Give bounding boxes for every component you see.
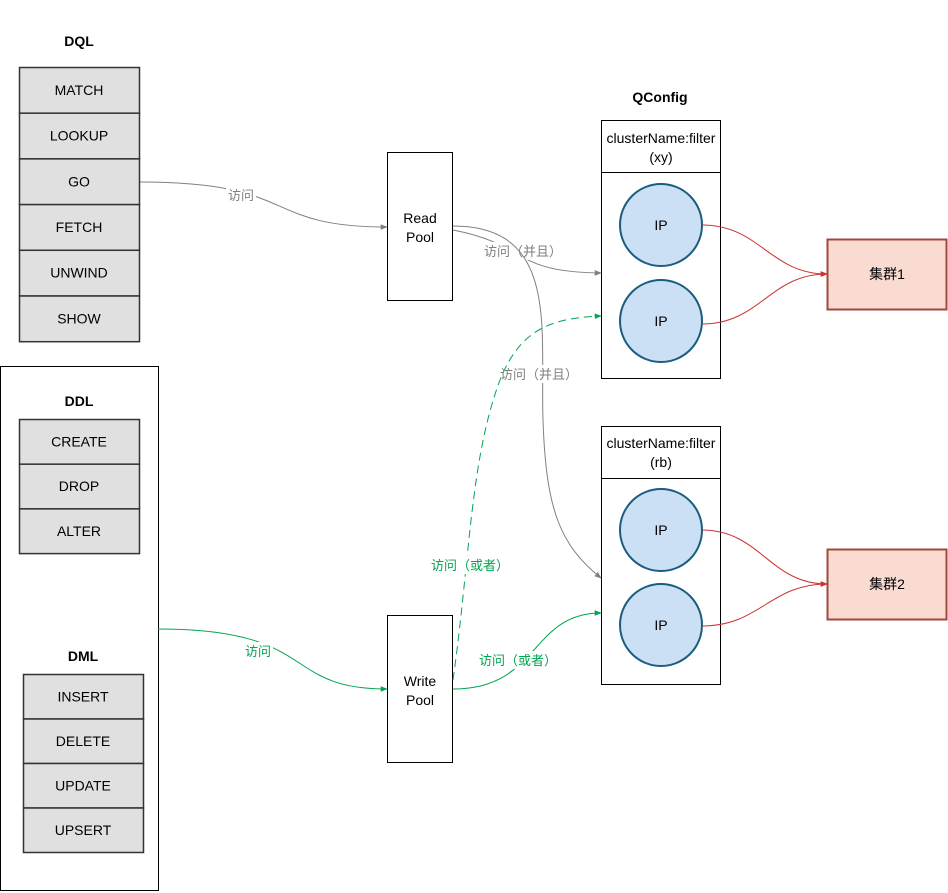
ddl-title: DDL [65, 393, 94, 409]
dml-command-list: INSERT DELETE UPDATE UPSERT [22, 673, 145, 854]
filter-xy-header [601, 120, 721, 173]
dql-item-label: UNWIND [50, 265, 108, 281]
dql-item-box [18, 112, 141, 160]
dql-item-label: LOOKUP [50, 128, 108, 144]
ddl-item-label: DROP [59, 478, 99, 494]
dql-item-label: SHOW [57, 310, 101, 326]
read-pool: Read Pool [387, 152, 453, 301]
edge-label-bg [502, 365, 576, 383]
filter-xy-label-line2: (xy) [649, 149, 672, 165]
dql-title: DQL [64, 33, 94, 49]
ip-node-rb-2-label: IP [654, 617, 667, 633]
ddl-item-box [18, 418, 141, 465]
cluster-1-box [826, 238, 948, 311]
edge-label-bg [433, 556, 507, 574]
ip-node-rb-2 [619, 583, 703, 667]
ddl-item-box [18, 508, 141, 555]
cluster-2: 集群2 [826, 548, 948, 621]
dql-command-list: MATCH LOOKUP GO FETCH UNWIND SHOW [18, 66, 141, 343]
ip-node-rb-1-label: IP [654, 522, 667, 538]
dml-item-label: UPSERT [55, 822, 112, 838]
cluster-2-label: 集群2 [869, 576, 905, 592]
read-pool-box [387, 152, 453, 301]
edge-ip-rb1-to-cluster-2 [701, 529, 828, 587]
filter-xy: clusterName:filter (xy) IP IP [601, 120, 721, 379]
edge-label-read-to-xy: 访问（并且） [484, 245, 562, 260]
qconfig-title: QConfig [632, 89, 687, 105]
filter-rb-header [601, 426, 721, 479]
edge-ip-rb2-to-cluster-2 [701, 581, 828, 627]
edge-label-dml-to-write: 访问 [245, 645, 271, 660]
dml-item-box [22, 718, 145, 765]
filter-rb: clusterName:filter (rb) IP IP [601, 426, 721, 685]
write-pool-box [387, 615, 453, 763]
dql-group: DQL MATCH LOOKUP GO FETCH UNWIND SHOW [18, 33, 141, 343]
cluster-2-box [826, 548, 948, 621]
ddl-item-box [18, 463, 141, 510]
ip-node-xy-2 [619, 279, 703, 363]
dml-item-label: DELETE [56, 733, 110, 749]
edge-read-pool-to-rb [452, 225, 602, 579]
dml-group: DML INSERT DELETE UPDATE UPSERT [22, 648, 145, 854]
dml-item-box [22, 673, 145, 720]
dql-item-box [18, 295, 141, 343]
dml-item-label: UPDATE [55, 777, 111, 793]
write-pool-label-line2: Pool [406, 692, 434, 708]
edge-label-read-to-rb: 访问（并且） [500, 368, 578, 383]
edge-label-bg [486, 242, 560, 260]
cluster-1-label: 集群1 [869, 266, 905, 282]
edge-label-bg [481, 651, 555, 669]
edge-label-write-to-rb: 访问（或者） [479, 654, 557, 669]
ip-node-xy-1-label: IP [654, 217, 667, 233]
dql-item-box [18, 66, 141, 114]
read-pool-label-line2: Pool [406, 229, 434, 245]
ddl-item-label: CREATE [51, 433, 107, 449]
filter-rb-label-line1: clusterName:filter [607, 435, 716, 451]
write-pool: Write Pool [387, 615, 453, 763]
edge-label-dql-to-read: 访问 [228, 189, 254, 204]
edge-dql-to-read-pool [139, 181, 388, 230]
ddl-command-list: CREATE DROP ALTER [18, 418, 141, 555]
filter-rb-label-line2: (rb) [650, 454, 672, 470]
edge-dml-to-write-pool [157, 628, 388, 692]
cluster-1: 集群1 [826, 238, 948, 311]
ip-node-xy-2-label: IP [654, 313, 667, 329]
dml-title: DML [68, 648, 99, 664]
dql-item-label: GO [68, 173, 90, 189]
edge-label-bg [226, 186, 256, 204]
dml-item-box [22, 762, 145, 809]
read-pool-label-line1: Read [403, 210, 436, 226]
ddl-group: DDL CREATE DROP ALTER [18, 393, 141, 555]
edge-label-write-to-xy: 访问（或者） [431, 559, 509, 574]
dql-item-label: FETCH [56, 219, 103, 235]
edge-write-pool-to-xy [452, 313, 602, 681]
dql-item-box [18, 203, 141, 252]
dml-item-label: INSERT [57, 688, 109, 704]
dml-item-box [22, 807, 145, 854]
ddl-item-label: ALTER [57, 523, 101, 539]
edge-ip-xy1-to-cluster-1 [701, 224, 828, 277]
edge-label-bg [243, 642, 273, 660]
edge-ip-xy2-to-cluster-1 [701, 271, 828, 325]
dql-item-label: MATCH [55, 82, 104, 98]
write-pool-label-line1: Write [404, 673, 437, 689]
filter-xy-label-line1: clusterName:filter [607, 130, 716, 146]
